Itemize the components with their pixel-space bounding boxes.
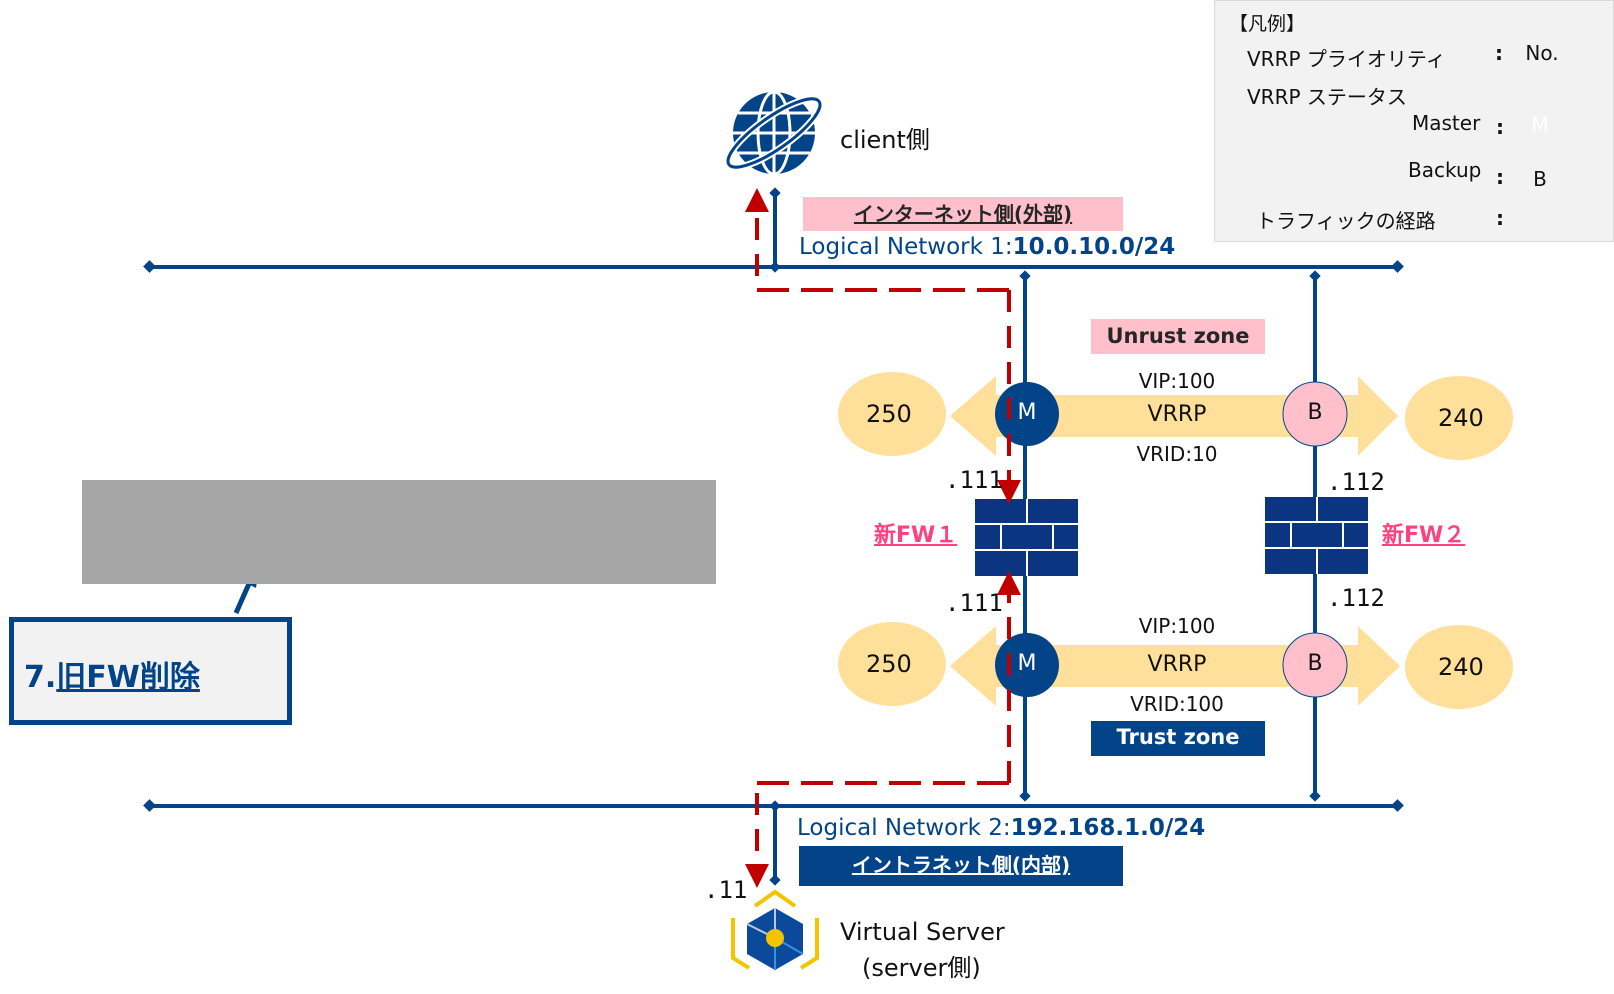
priority-lower-right: [1405, 625, 1513, 709]
legend-title: 【凡例】: [1229, 13, 1306, 35]
vrrp-upper-right-priority: 240: [1438, 404, 1484, 432]
fw1-upper-ip: .111: [945, 466, 1003, 494]
legend-colon: :: [1496, 115, 1504, 139]
legend-priority-label: VRRP プライオリティ: [1247, 47, 1446, 71]
legend-backup-label: Backup: [1408, 158, 1482, 182]
state-backup-upper: [1282, 381, 1348, 447]
fw2-lower-ip: .112: [1327, 584, 1385, 612]
legend-master-label: Master: [1412, 111, 1481, 135]
client-label: client側: [840, 126, 930, 154]
untrust-zone-badge: Unrust zone: [1091, 319, 1265, 354]
vrrp-lower-right-priority: 240: [1438, 653, 1484, 681]
priority-lower-left: [838, 622, 946, 706]
step-title: 旧FW削除: [56, 660, 200, 695]
fw2-upper-ip: .112: [1327, 468, 1385, 496]
network1-cidr: 10.0.10.0/24: [1012, 234, 1176, 260]
vrrp-lower-master-state: M: [1017, 651, 1037, 676]
vrrp-upper-left-priority: 250: [866, 400, 912, 428]
server-link: [769, 800, 781, 886]
network1-name: Logical Network 1:: [799, 234, 1013, 260]
vrrp-lower-protocol: VRRP: [1147, 652, 1207, 677]
legend-colon: :: [1495, 41, 1503, 65]
legend-colon: :: [1496, 206, 1504, 230]
vrrp-lower-left-priority: 250: [866, 650, 912, 678]
server-ip: .11: [704, 876, 748, 904]
network1-label: Logical Network 1:10.0.10.0/24: [799, 234, 1175, 260]
server-label-line2: (server側): [862, 954, 981, 982]
internet-zone-badge: インターネット側(外部): [803, 197, 1123, 231]
vrrp-upper-vip: VIP:100: [1138, 369, 1216, 393]
network2-cidr: 192.168.1.0/24: [1010, 815, 1206, 841]
state-master-lower: [995, 633, 1059, 697]
legend-backup-symbol-text: B: [1533, 167, 1547, 191]
server-label-line1: Virtual Server: [840, 918, 1005, 946]
traffic-path: [745, 188, 1021, 888]
legend-priority-symbol-text: No.: [1525, 41, 1559, 65]
legend-panel: 【凡例】 VRRP プライオリティ : VRRP ステータス Master : …: [1214, 0, 1614, 242]
vrrp-upper-master-state: M: [1017, 400, 1037, 425]
state-backup-lower: [1282, 632, 1348, 698]
vrrp-lower-vip: VIP:100: [1138, 614, 1216, 638]
removed-old-firewall-area: [82, 480, 716, 584]
priority-upper-right: [1405, 376, 1513, 460]
step-heading: 7.旧FW削除: [24, 652, 200, 696]
vrrp-upper-backup-state: B: [1307, 400, 1323, 425]
globe-icon: [724, 90, 824, 176]
vrrp-lower-backup-state: B: [1307, 651, 1323, 676]
step-number: 7.: [24, 660, 57, 695]
network2-label: Logical Network 2:192.168.1.0/24: [797, 815, 1205, 841]
step-callout: 7.旧FW削除: [9, 617, 292, 725]
virtual-server-icon: [731, 889, 819, 970]
legend-traffic-label: トラフィックの経路: [1256, 209, 1436, 233]
legend-status-label: VRRP ステータス: [1247, 85, 1407, 109]
client-link: [769, 187, 781, 273]
vrrp-upper-vrid: VRID:10: [1136, 442, 1218, 466]
intranet-zone-badge: イントラネット側(内部): [799, 846, 1123, 886]
legend-master-symbol-text: M: [1531, 113, 1549, 137]
trust-zone-badge: Trust zone: [1091, 721, 1265, 756]
fw1-label: 新FW１: [874, 523, 958, 548]
fw2-label: 新FW２: [1382, 523, 1466, 548]
intranet-zone-label: イントラネット側(内部): [851, 853, 1071, 877]
priority-upper-left: [838, 372, 946, 456]
fw1-lower-ip: .111: [945, 589, 1003, 617]
internet-zone-label: インターネット側(外部): [853, 202, 1073, 226]
vrrp-upper-protocol: VRRP: [1147, 402, 1207, 427]
vrrp-lower-vrid: VRID:100: [1130, 692, 1224, 716]
firewall-icon: [1265, 497, 1368, 574]
firewall-icon: [975, 499, 1078, 576]
legend-colon: :: [1496, 165, 1504, 189]
vrrp-lower-arrow: [950, 626, 1400, 706]
network2-name: Logical Network 2:: [797, 815, 1011, 841]
vrrp-upper-arrow: [950, 376, 1398, 456]
